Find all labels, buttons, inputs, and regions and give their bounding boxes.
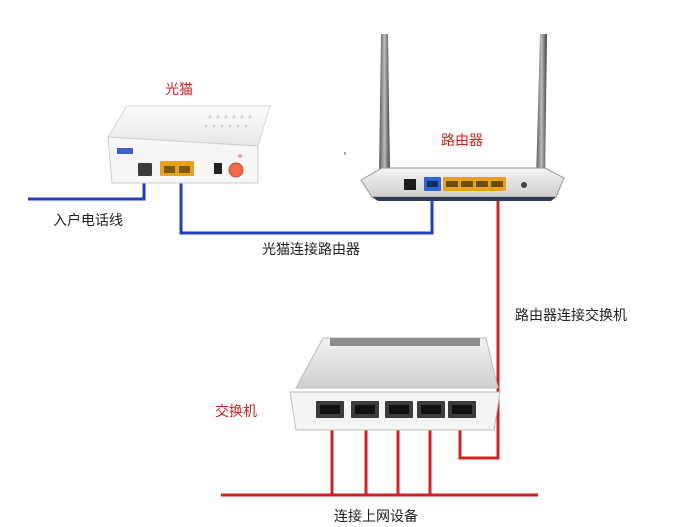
stray-mark: [344, 152, 346, 155]
modem-to-router-label: 光猫连接路由器: [262, 242, 360, 258]
antenna-right: [536, 34, 547, 180]
modem-label: 光猫: [165, 82, 193, 98]
router-to-switch-label: 路由器连接交换机: [515, 308, 627, 324]
router: [360, 34, 565, 201]
network-switch: [289, 337, 501, 431]
cable-modem-to-router: [179, 180, 434, 235]
cable-router-to-switch: [458, 192, 500, 460]
cable-switch-to-devices: [221, 420, 538, 497]
router-label: 路由器: [441, 133, 483, 149]
cable-phone-line: [28, 178, 146, 201]
phone-line-label: 入户电话线: [53, 213, 123, 229]
devices-label: 连接上网设备: [334, 509, 418, 525]
optical-modem: [107, 105, 271, 184]
antenna-left: [379, 34, 390, 175]
switch-label: 交换机: [215, 404, 257, 420]
